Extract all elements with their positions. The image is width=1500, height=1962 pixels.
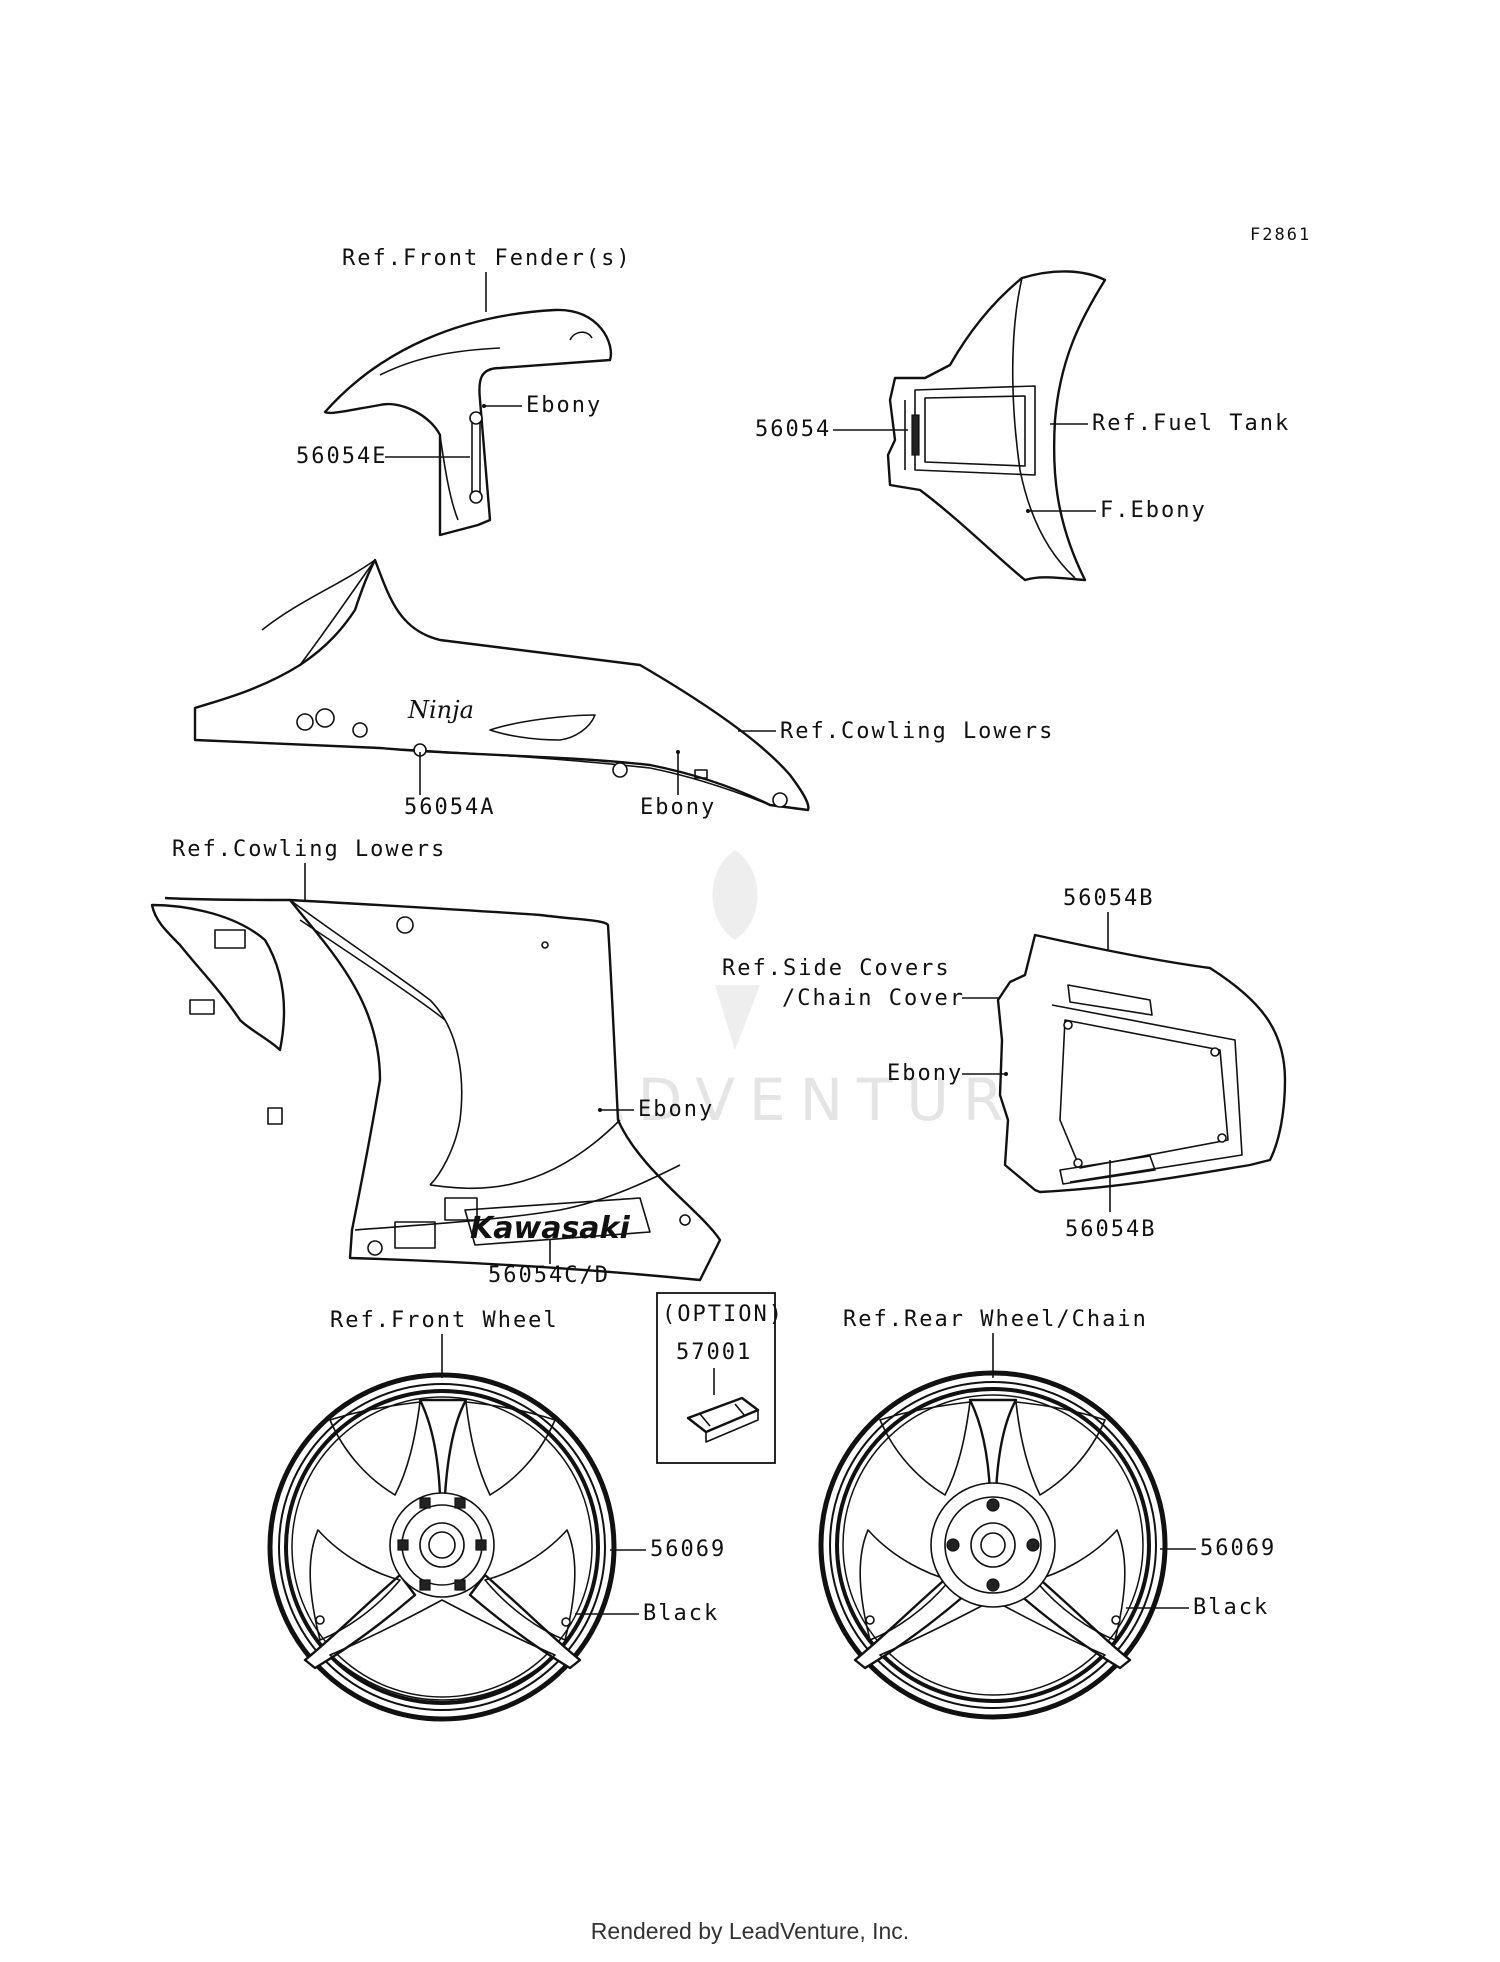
front-fender-part-number: 56054E: [296, 444, 387, 469]
front-fender-group: Ref.Front Fender(s) Ebony 56054E: [296, 246, 632, 537]
upper-cowl-group: Ninja Ref.Cowling Lowers 56054A Ebony: [193, 558, 1054, 820]
lower-cowl-group: Ref.Cowling Lowers Kawasaki Ebony 56054C…: [150, 837, 722, 1288]
upper-cowl-ref-label: Ref.Cowling Lowers: [780, 719, 1054, 744]
lower-cowl-ref-label: Ref.Cowling Lowers: [172, 837, 446, 862]
rear-wheel-part-number: 56069: [1200, 1536, 1276, 1561]
front-wheel-part-number: 56069: [650, 1537, 726, 1562]
front-wheel-group: Ref.Front Wheel 56069 Black: [267, 1308, 726, 1722]
seat-cowl-ref-line2: /Chain Cover: [782, 986, 965, 1011]
rear-wheel-color-label: Black: [1193, 1595, 1269, 1620]
seat-cowl-part-bottom: 56054B: [1065, 1217, 1156, 1242]
option-clip-shape: [686, 1396, 760, 1434]
lower-cowl-inner-panel: [150, 903, 286, 1052]
front-fender-ref-label: Ref.Front Fender(s): [342, 246, 632, 271]
footer-credit: Rendered by LeadVenture, Inc.: [590, 1918, 910, 1944]
upper-cowl-shape: [193, 558, 810, 812]
rear-wheel-group: Ref.Rear Wheel/Chain 56069 Black: [818, 1307, 1276, 1720]
rear-wheel-ref-label: Ref.Rear Wheel/Chain: [843, 1307, 1148, 1332]
front-wheel-spokes: [418, 1398, 468, 1497]
seat-cowl-group: 56054B Ref.Side Covers /Chain Cover Ebon…: [722, 886, 1287, 1242]
option-label: (OPTION): [662, 1302, 784, 1327]
figure-code: F2861: [1250, 225, 1311, 245]
seat-cowl-ref-line1: Ref.Side Covers: [722, 956, 951, 981]
lower-cowl-part-number: 56054C/D: [488, 1263, 610, 1288]
fuel-tank-group: 56054 Ref.Fuel Tank F.Ebony: [755, 270, 1290, 582]
lower-cowl-shape: [164, 896, 722, 1282]
seat-cowl-color-label: Ebony: [887, 1061, 963, 1086]
fuel-tank-ref-label: Ref.Fuel Tank: [1092, 411, 1290, 436]
upper-cowl-part-number: 56054A: [404, 795, 495, 820]
rear-wheel-spokes: [968, 1398, 1018, 1494]
front-fender-shape: [323, 308, 613, 537]
option-box: [656, 1292, 776, 1464]
fuel-tank-color-label: F.Ebony: [1100, 498, 1207, 523]
front-fender-color-label: Ebony: [526, 393, 602, 418]
ninja-decal-text: Ninja: [407, 696, 474, 724]
option-part-number: 57001: [676, 1340, 752, 1365]
upper-cowl-color-label: Ebony: [640, 795, 716, 820]
front-wheel-ref-label: Ref.Front Wheel: [330, 1308, 559, 1333]
fuel-tank-part-number: 56054: [755, 417, 831, 442]
lower-cowl-color-label: Ebony: [638, 1097, 714, 1122]
fuel-tank-shape: [886, 270, 1107, 582]
option-box-group: (OPTION) 57001: [656, 1292, 784, 1464]
front-wheel-color-label: Black: [643, 1601, 719, 1626]
seat-cowl-part-top: 56054B: [1063, 886, 1154, 911]
